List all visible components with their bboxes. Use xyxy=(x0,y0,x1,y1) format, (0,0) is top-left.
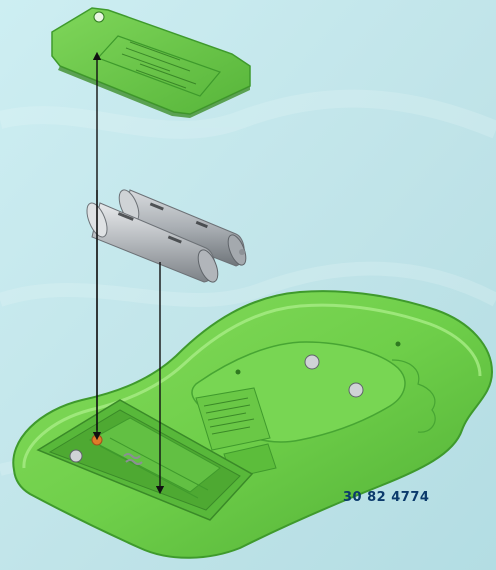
product-code: 30 82 4774 xyxy=(343,490,429,505)
